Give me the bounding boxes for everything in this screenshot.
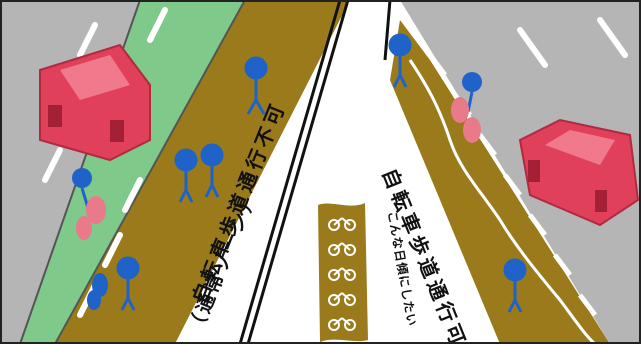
cyclist-icon [451,72,482,143]
left-greenway [20,0,245,344]
pedestrian-icon [244,56,268,115]
car-icon [518,118,640,227]
pedestrian-icon [116,256,140,311]
divider-line [383,0,392,61]
bicycle-marking-icon [328,267,356,281]
right-road [400,0,641,344]
right-wavy-line [408,59,597,344]
bicycle-marking-strip [318,203,368,342]
divider-line [238,0,342,344]
right-lane-dashes [517,17,628,68]
bicycle-marking-icon [328,292,356,306]
pedestrian-icon [174,148,198,203]
divider-line [246,0,350,344]
cyclist-icon [72,168,106,240]
right-sidewalk [390,20,610,344]
pedestrian-icon [388,33,412,88]
pedestrian-icon [503,258,527,313]
cyclist-icon [87,273,108,310]
bicycle-marking-icon [328,317,356,331]
bicycle-marking-icon [328,217,356,231]
center-white-area [175,0,395,344]
pedestrian-icon [200,143,224,198]
bicycle-marking-icon [328,242,356,256]
car-icon [39,43,151,162]
